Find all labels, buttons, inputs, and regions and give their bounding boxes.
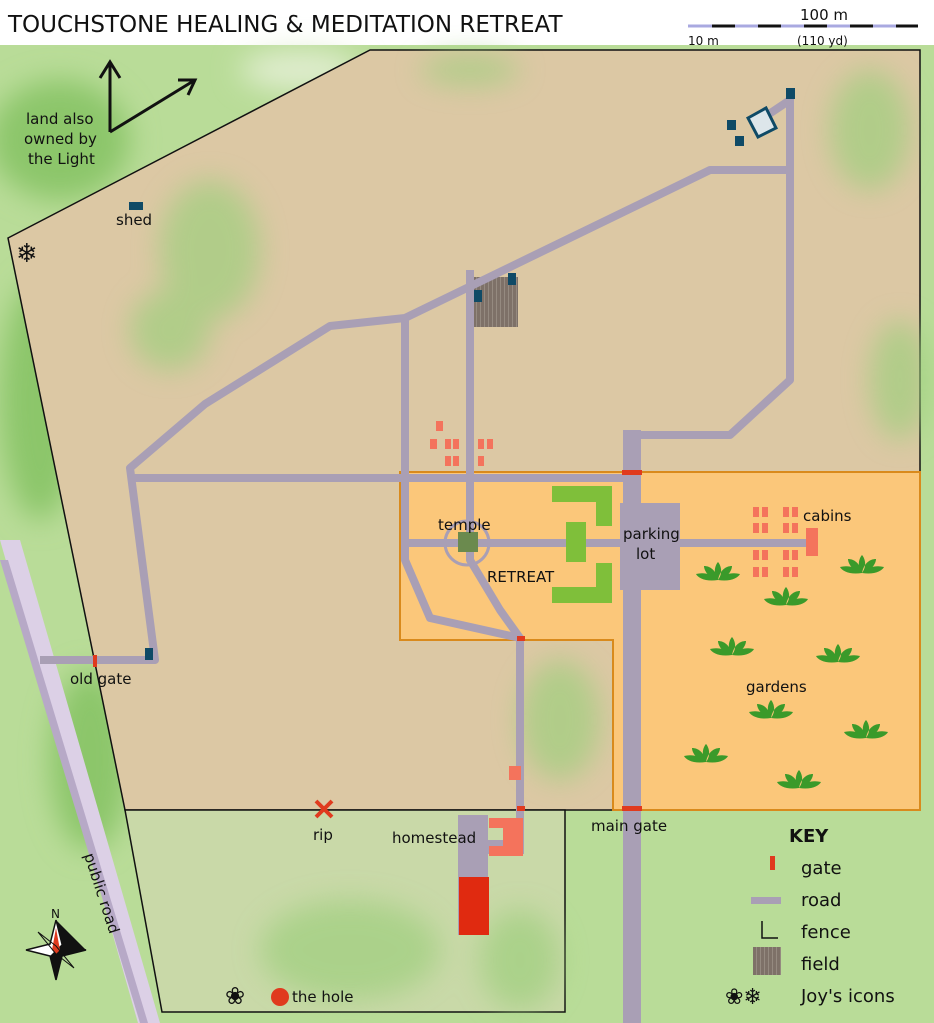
- flower-icon: ❀: [225, 982, 245, 1010]
- key-title: KEY: [789, 826, 829, 847]
- snowflake-icon: ❄: [16, 239, 38, 269]
- lotus-icon: [684, 744, 728, 763]
- rip-marker-icon: [314, 799, 334, 819]
- parking-lot[interactable]: [620, 503, 680, 590]
- north-label: N: [51, 907, 60, 921]
- retreat-label: RETREAT: [487, 568, 555, 586]
- cabins[interactable]: [430, 421, 818, 856]
- land-note-line3: the Light: [28, 150, 95, 168]
- hole-label: the hole: [292, 988, 353, 1006]
- key-joys-icons: Joy's icons: [800, 986, 895, 1007]
- temple-building[interactable]: [458, 532, 478, 552]
- lotus-icon: [840, 555, 884, 574]
- scale-100m: 100 m: [800, 6, 848, 24]
- lotus-icon: [696, 562, 740, 581]
- retreat-buildings: [552, 486, 612, 603]
- direction-arrows-icon: [98, 59, 198, 134]
- map-key: KEY ❀❄ gate road fence field Joy's icons: [725, 826, 895, 1010]
- lotus-icon: [749, 700, 793, 719]
- key-gate: gate: [801, 858, 842, 879]
- parking-label-line2: lot: [636, 545, 655, 563]
- land-note-line2: owned by: [24, 130, 97, 148]
- old-gate-label: old gate: [70, 670, 131, 688]
- lotus-icon: [710, 637, 754, 656]
- land-note-line1: land also: [26, 110, 94, 128]
- garden-lotus-icons: [684, 555, 888, 789]
- homestead-label: homestead: [392, 829, 476, 847]
- hole-marker-icon: [271, 988, 289, 1006]
- gardens-label: gardens: [746, 678, 807, 696]
- rip-label: rip: [313, 826, 333, 844]
- key-flower-icon: ❀❄: [725, 985, 762, 1010]
- main-gate-label: main gate: [591, 817, 667, 835]
- scale-yd: (110 yd): [797, 34, 848, 48]
- temple-label: temple: [438, 516, 491, 534]
- key-field: field: [801, 954, 840, 975]
- lotus-icon: [764, 587, 808, 606]
- lotus-icon: [844, 720, 888, 739]
- roads[interactable]: [40, 92, 810, 850]
- homestead-house[interactable]: [459, 877, 489, 935]
- sheds: [129, 88, 795, 660]
- key-road: road: [801, 890, 841, 911]
- map-title: TOUCHSTONE HEALING & MEDITATION RETREAT: [7, 12, 563, 38]
- lotus-icon: [816, 644, 860, 663]
- gates[interactable]: [93, 470, 642, 811]
- scale-bar: 100 m 10 m (110 yd): [688, 6, 918, 48]
- scale-10m: 10 m: [688, 34, 719, 48]
- shed-label: shed: [116, 211, 152, 229]
- compass-rose-icon: N: [25, 907, 87, 981]
- cabins-label: cabins: [803, 507, 852, 525]
- key-fence: fence: [801, 922, 851, 943]
- retreat-area: [399, 471, 921, 811]
- trees: [130, 55, 930, 1010]
- lotus-icon: [777, 770, 821, 789]
- parking-label-line1: parking: [623, 525, 680, 543]
